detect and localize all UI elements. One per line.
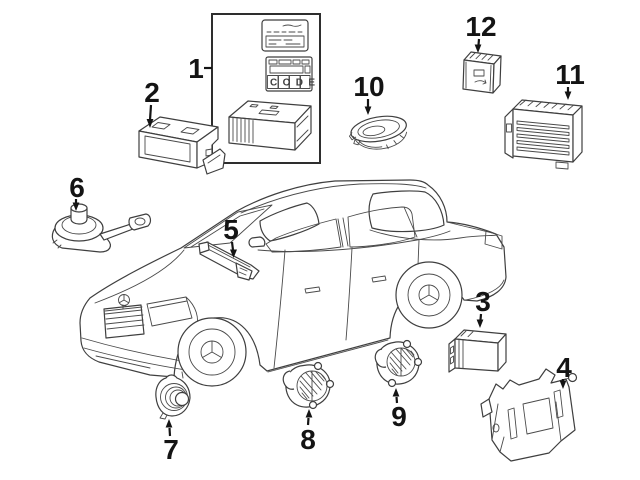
trunk-lid-line: [369, 229, 498, 241]
mercedes-star-front-wheel: [202, 340, 222, 358]
callout-7-number: 7: [163, 434, 179, 465]
roof-line: [240, 183, 427, 214]
radio-code-buttons-text: CODE: [270, 78, 321, 89]
part-1-radio-kit-group: CODE: [211, 13, 321, 164]
callout-5: 5: [223, 214, 239, 258]
callout-9-number: 9: [391, 401, 407, 432]
rear-bumper: [465, 230, 505, 301]
part-6-tweeter-speaker: [51, 203, 152, 253]
door-handles: [304, 275, 387, 294]
callout-3: 3: [475, 286, 491, 328]
windshield: [183, 204, 273, 249]
callout-10: 10: [353, 71, 385, 115]
hood-seam-line: [94, 249, 185, 304]
callout-10-number: 10: [353, 71, 384, 102]
callout-1: 1: [188, 53, 212, 84]
part-5-antenna: [198, 241, 260, 281]
mercedes-star-hood: [118, 294, 130, 310]
side-mirror: [248, 236, 266, 248]
callout-11-number: 11: [555, 59, 585, 90]
callout-12-number: 12: [465, 11, 496, 42]
amplifier-fins: [516, 120, 570, 156]
part-3-control-unit: [448, 329, 507, 373]
part-9-rear-speaker: [374, 339, 423, 388]
rear-wheel: [395, 261, 463, 329]
tweeter-bracket-arm: [99, 213, 152, 241]
part-1-box-frame: [211, 13, 321, 164]
callouts: 1 2 3 4 5 6 7: [69, 11, 585, 465]
front-grille: [103, 294, 145, 339]
callout-2: 2: [144, 77, 160, 128]
car-illustration: [79, 179, 507, 387]
callout-2-number: 2: [144, 77, 160, 108]
callout-4: 4: [556, 352, 572, 389]
part-7-round-speaker: [155, 374, 191, 420]
callout-3-number: 3: [475, 286, 491, 317]
callout-8: 8: [300, 409, 316, 455]
rear-window: [368, 190, 445, 233]
callout-4-number: 4: [556, 352, 572, 383]
part-4-mounting-bracket: [480, 368, 578, 462]
callout-11: 11: [555, 59, 585, 100]
callout-5-number: 5: [223, 214, 239, 245]
callout-1-number: 1: [188, 53, 204, 84]
part-10-oval-speaker: [349, 115, 408, 150]
callout-6-number: 6: [69, 172, 85, 203]
callout-6: 6: [69, 172, 85, 211]
mercedes-star-rear-wheel: [419, 284, 439, 301]
front-wheel: [177, 317, 247, 387]
part-11-amplifier: [504, 99, 583, 170]
sunroof: [259, 202, 320, 242]
callout-8-number: 8: [300, 424, 316, 455]
callout-12: 12: [465, 11, 497, 53]
radio-head-unit: CODE: [265, 56, 321, 92]
part-8-door-speaker: [282, 361, 335, 410]
belt-line: [257, 230, 451, 252]
changer-unit: [228, 100, 312, 151]
code-card: [261, 19, 309, 52]
rocker-line: [267, 339, 389, 373]
callout-7: 7: [163, 419, 179, 465]
part-2-mounting-bracket: [138, 116, 226, 175]
part-12-control-module: [462, 51, 502, 94]
callout-9: 9: [391, 388, 407, 432]
